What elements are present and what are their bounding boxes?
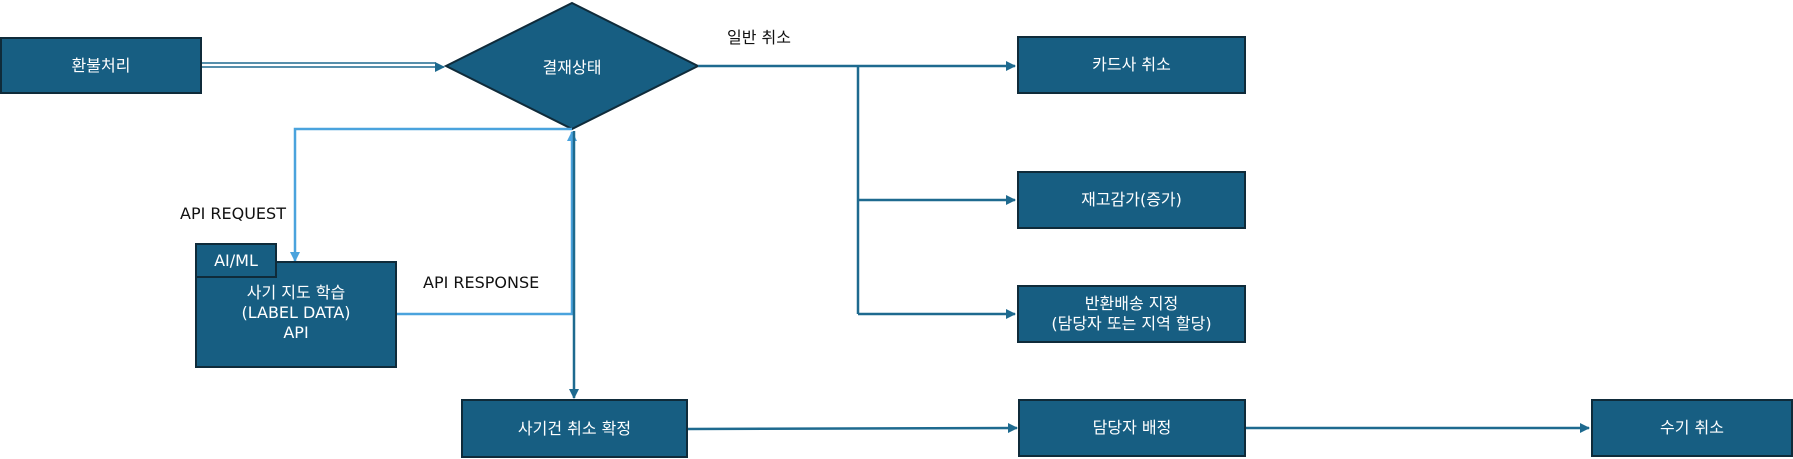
return-shipping-label-2: (담당자 또는 지역 할당) — [1051, 314, 1212, 333]
manual-cancel-node: 수기 취소 — [1591, 399, 1793, 457]
api-request-label: API REQUEST — [180, 204, 286, 223]
fraud-learning-node: 사기 지도 학습 (LABEL DATA) API — [195, 261, 397, 368]
assign-label: 담당자 배정 — [1092, 418, 1172, 437]
aiml-tab-label: AI/ML — [214, 251, 258, 270]
payment-status-label-wrap: 결재상태 — [476, 46, 668, 86]
refund-node: 환불처리 — [0, 37, 202, 94]
payment-status-label: 결재상태 — [542, 58, 602, 77]
edge-api-response — [396, 131, 577, 316]
fraud-confirm-node: 사기건 취소 확정 — [461, 399, 688, 458]
stock-label: 재고감가(증가) — [1081, 190, 1182, 209]
fraud-learning-label-2: (LABEL DATA) — [241, 303, 351, 322]
assign-node: 담당자 배정 — [1018, 399, 1246, 457]
fraud-learning-label-1: 사기 지도 학습 — [246, 283, 346, 302]
stock-node: 재고감가(증가) — [1017, 171, 1246, 229]
edge-fraud-confirm-to-assign — [686, 423, 1018, 434]
edge-api-request — [290, 127, 572, 262]
return-shipping-node: 반환배송 지정 (담당자 또는 지역 할당) — [1017, 285, 1246, 343]
api-response-label: API RESPONSE — [423, 273, 540, 292]
card-cancel-label: 카드사 취소 — [1092, 55, 1171, 74]
normal-cancel-label: 일반 취소 — [727, 28, 791, 47]
return-shipping-label-1: 반환배송 지정 — [1084, 294, 1179, 313]
card-cancel-node: 카드사 취소 — [1017, 36, 1246, 94]
fraud-confirm-label: 사기건 취소 확정 — [517, 418, 632, 438]
aiml-tab: AI/ML — [195, 243, 277, 278]
refund-label: 환불처리 — [71, 55, 131, 75]
fraud-learning-label-3: API — [283, 323, 309, 342]
manual-cancel-label: 수기 취소 — [1660, 418, 1724, 437]
